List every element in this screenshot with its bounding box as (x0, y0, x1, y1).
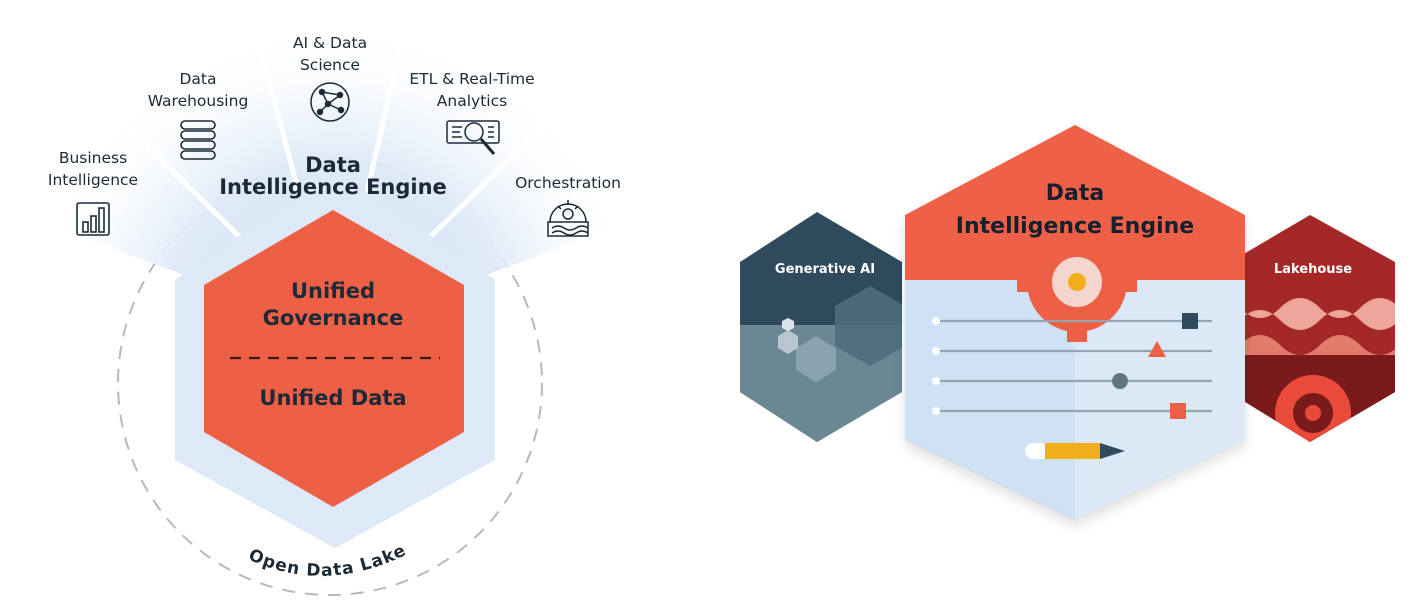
engine-fan (20, 0, 650, 330)
slider-dots (932, 317, 940, 415)
engine-title-line2: Intelligence Engine (956, 214, 1194, 239)
generative-ai-hexagon (740, 212, 902, 442)
core-top-line2: Governance (263, 306, 404, 330)
engine-title-line2: Intelligence Engine (219, 175, 447, 199)
wedge-label-ai-1: AI & Data (293, 34, 367, 52)
navy-square-marker (1182, 313, 1198, 329)
pencil-icon (1025, 443, 1125, 459)
wedge-label-etl-2: Analytics (437, 92, 507, 110)
orange-square-marker (1170, 403, 1186, 419)
left-diagram: Unified Governance Unified Data Data Int… (20, 0, 650, 596)
orange-triangle-marker (1148, 341, 1166, 357)
database-stack-icon (180, 120, 216, 160)
generative-ai-label: Generative AI (775, 262, 875, 277)
bar-chart-icon (76, 202, 110, 236)
engine-title-line1: Data (305, 153, 361, 177)
engine-title-line1: Data (1046, 181, 1104, 206)
wedge-label-ai-2: Science (300, 56, 360, 74)
core-bottom-label: Unified Data (259, 386, 406, 410)
magnify-data-icon (446, 120, 500, 155)
wedge-label-dw-2: Warehousing (148, 92, 249, 110)
right-diagram: Generative AI Lakehouse (740, 125, 1395, 520)
slider-lines (936, 319, 1212, 413)
gray-circle-marker (1112, 373, 1128, 389)
wedge-label-orch: Orchestration (515, 174, 621, 192)
wedge-label-bi-1: Business (59, 149, 127, 167)
wedge-label-dw-1: Data (179, 70, 216, 88)
lakehouse-label: Lakehouse (1274, 262, 1352, 277)
wedge-label-etl-1: ETL & Real-Time (409, 70, 534, 88)
wedge-label-bi-2: Intelligence (48, 171, 138, 189)
lakehouse-hexagon (1242, 215, 1395, 442)
gear-flow-icon (547, 200, 589, 237)
gear-icon (1017, 222, 1137, 342)
network-brain-icon (310, 82, 350, 122)
open-data-lake-label: Open Data Lake (246, 540, 410, 581)
core-top-line1: Unified (291, 279, 375, 303)
